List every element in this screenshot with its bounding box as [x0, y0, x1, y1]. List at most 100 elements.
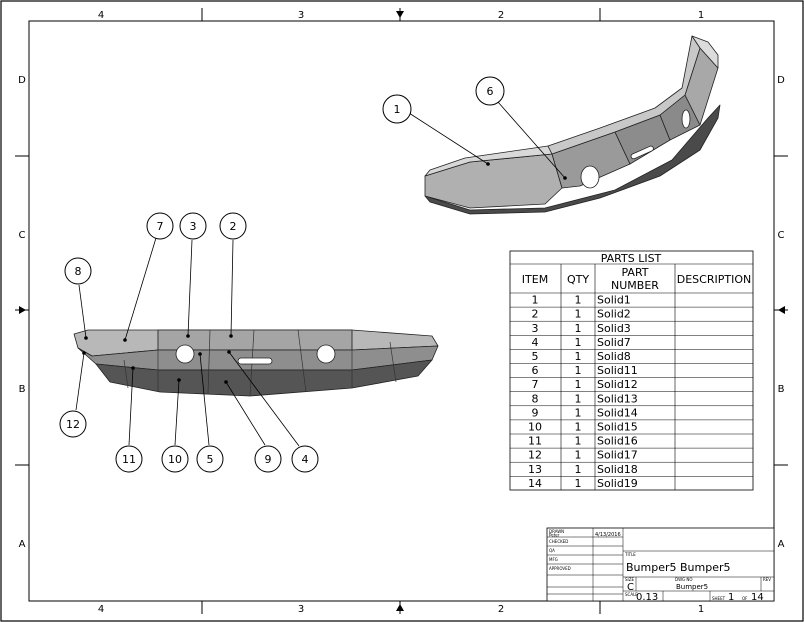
parts-list-cell-qty: 1 — [575, 392, 582, 405]
balloon-2: 2 — [219, 212, 247, 240]
balloon-5: 5 — [196, 445, 224, 473]
svg-text:6: 6 — [487, 85, 494, 98]
size-value: C — [627, 582, 634, 593]
sheet-total: 14 — [751, 592, 764, 603]
zone-col-bottom-1: 4 — [98, 604, 104, 615]
balloon-10: 10 — [161, 445, 189, 473]
parts-list-cell-qty: 1 — [575, 477, 582, 490]
zone-col-bottom-4: 1 — [698, 604, 704, 615]
svg-text:5: 5 — [207, 453, 214, 466]
parts-list-cell-qty: 1 — [575, 308, 582, 321]
svg-text:12: 12 — [66, 418, 80, 431]
approved-label: APPROVED — [549, 566, 571, 571]
parts-list-cell-item: 2 — [532, 308, 539, 321]
zone-row-left-c: C — [19, 230, 26, 241]
parts-list-cell-qty: 1 — [575, 378, 582, 391]
parts-list-cell-part: Solid3 — [597, 322, 631, 335]
parts-list-cell-part: Solid7 — [597, 336, 631, 349]
leader-lines — [75, 101, 566, 447]
parts-list-cell-item: 11 — [528, 435, 542, 448]
parts-list-cell-part: Solid18 — [597, 463, 638, 476]
parts-list-row: 2 1 Solid2 — [532, 308, 631, 321]
svg-text:4: 4 — [302, 453, 309, 466]
header-description: DESCRIPTION — [677, 273, 751, 286]
balloon-3: 3 — [179, 212, 207, 240]
header-item: ITEM — [522, 273, 548, 286]
balloon-7: 7 — [146, 212, 174, 240]
zone-row-left-b: B — [19, 384, 26, 395]
zone-col-top-3: 2 — [498, 10, 504, 21]
svg-text:2: 2 — [230, 220, 237, 233]
zone-row-right-d: D — [777, 75, 785, 86]
svg-text:8: 8 — [75, 265, 82, 278]
scale-label: SCALE — [625, 592, 638, 597]
balloons: 1 6 7 3 2 8 12 11 10 5 9 4 — [59, 76, 505, 473]
sheet-label: SHEET — [712, 596, 726, 601]
zone-col-bottom-2: 3 — [298, 604, 304, 615]
parts-list-cell-qty: 1 — [575, 406, 582, 419]
parts-list-cell-qty: 1 — [575, 336, 582, 349]
balloon-9: 9 — [254, 445, 282, 473]
parts-list-row: 5 1 Solid8 — [532, 350, 631, 363]
sheet-number: 1 — [728, 592, 734, 603]
parts-list-cell-part: Solid13 — [597, 392, 638, 405]
parts-list-cell-part: Solid17 — [597, 449, 638, 462]
zone-row-right-b: B — [778, 384, 785, 395]
parts-list-cell-item: 5 — [532, 350, 539, 363]
svg-text:1: 1 — [394, 103, 401, 116]
parts-list-cell-item: 9 — [532, 406, 539, 419]
balloon-6: 6 — [475, 76, 505, 106]
drawn-by: Peter — [549, 533, 560, 538]
parts-list-cell-item: 12 — [528, 449, 542, 462]
mfg-label: MFG — [549, 557, 558, 562]
parts-list-cell-item: 1 — [532, 294, 539, 307]
front-bumper-view — [73, 329, 439, 397]
center-arrows — [19, 11, 785, 611]
balloon-8: 8 — [64, 257, 92, 285]
parts-list-cell-item: 13 — [528, 463, 542, 476]
zone-row-left-a: A — [19, 539, 26, 550]
checked-label: CHECKED — [549, 539, 568, 544]
parts-list-cell-qty: 1 — [575, 364, 582, 377]
zone-col-top-1: 4 — [98, 10, 104, 21]
dwg-no-label: DWG NO — [675, 577, 693, 582]
parts-list-cell-item: 14 — [528, 477, 542, 490]
svg-text:10: 10 — [168, 453, 182, 466]
scale-value: 0.13 — [636, 592, 658, 603]
svg-text:7: 7 — [157, 220, 164, 233]
isometric-bumper-view — [424, 35, 721, 215]
parts-list-cell-part: Solid2 — [597, 308, 631, 321]
zone-col-bottom-3: 2 — [498, 604, 504, 615]
qa-label: QA — [549, 548, 555, 553]
header-part-1: PART — [621, 266, 648, 279]
of-label: OF — [742, 596, 748, 601]
parts-list-cell-qty: 1 — [575, 350, 582, 363]
zone-row-right-c: C — [778, 230, 785, 241]
parts-list-cell-part: Solid8 — [597, 350, 631, 363]
drawn-label: DRAWN — [549, 529, 564, 534]
title-label: TITLE — [624, 552, 636, 557]
zone-labels: 4 3 2 1 4 3 2 1 D C B A D C B A — [18, 10, 785, 615]
parts-list-row: 13 1 Solid18 — [528, 463, 638, 476]
parts-list-title: PARTS LIST — [601, 252, 662, 265]
parts-list-cell-item: 10 — [528, 421, 542, 434]
parts-list-cell-qty: 1 — [575, 449, 582, 462]
parts-list-cell-part: Solid11 — [597, 364, 638, 377]
parts-list-cell-qty: 1 — [575, 435, 582, 448]
parts-list-cell-qty: 1 — [575, 463, 582, 476]
parts-list-cell-part: Solid14 — [597, 406, 638, 419]
parts-list-cell-part: Solid19 — [597, 477, 638, 490]
parts-list-row: 9 1 Solid14 — [532, 406, 638, 419]
zone-row-right-a: A — [778, 539, 785, 550]
svg-text:3: 3 — [190, 220, 197, 233]
zone-row-left-d: D — [18, 75, 26, 86]
